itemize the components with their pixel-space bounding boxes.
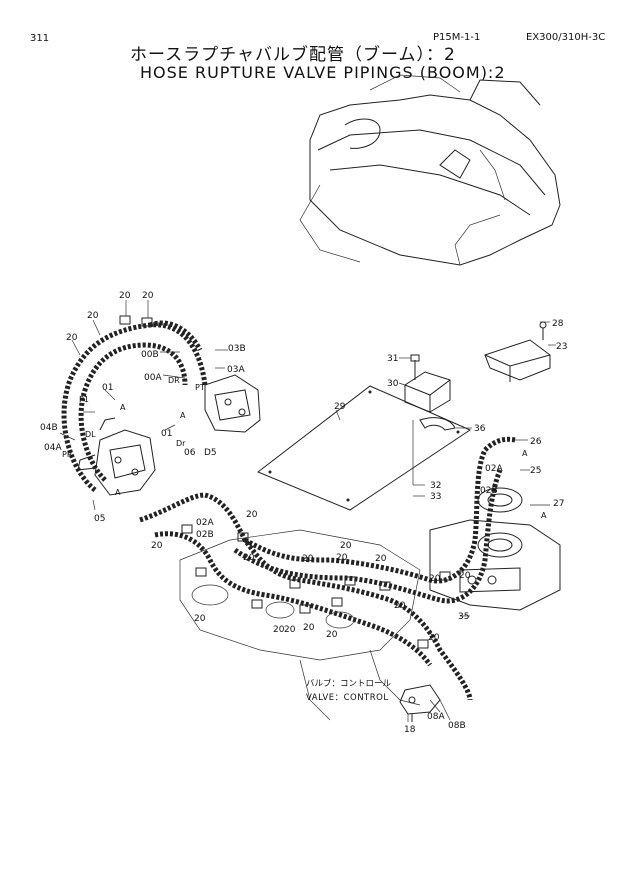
callout-20: 20 bbox=[194, 614, 206, 624]
callout-23: 23 bbox=[556, 342, 567, 352]
port-label-dl: DL bbox=[85, 430, 96, 439]
callout-20: 20 bbox=[459, 571, 471, 581]
callout-08A: 08A bbox=[427, 712, 445, 722]
callout-02B: 02B bbox=[480, 486, 498, 496]
callout-03B: 03B bbox=[228, 344, 246, 354]
callout-28: 28 bbox=[552, 319, 564, 329]
view-marker-a: A bbox=[120, 403, 126, 412]
hose-rupture-valve-left bbox=[77, 417, 156, 496]
title-japanese: ホースラプチャバルブ配管（ブーム）：2 bbox=[130, 45, 456, 65]
page-number: 311 bbox=[30, 33, 50, 44]
callout-35: 35 bbox=[458, 612, 469, 622]
callout-05: 05 bbox=[94, 514, 105, 524]
hose-rupture-valve-right bbox=[204, 374, 261, 433]
port-labels: A A A A A P1 PT DL DR PR Dr bbox=[62, 376, 547, 520]
callout-20: 20 bbox=[340, 541, 352, 551]
callout-20: 20 bbox=[243, 553, 255, 563]
callout-20: 20 bbox=[429, 574, 441, 584]
callout-04A: 04A bbox=[44, 443, 62, 453]
callout-20: 20 bbox=[326, 630, 338, 640]
callout-D5: D5 bbox=[204, 448, 217, 458]
callout-20: 20 bbox=[246, 510, 258, 520]
valve-note-english: VALVE：CONTROL bbox=[306, 693, 389, 703]
callout-02A: 02A bbox=[196, 518, 214, 528]
excavator-body-outline bbox=[299, 74, 561, 266]
callout-numbers: 20 20 20 20 00B 03B 00A 03A 01 01 04B 04… bbox=[40, 291, 567, 735]
view-marker-a: A bbox=[522, 449, 528, 458]
callout-18: 18 bbox=[404, 725, 416, 735]
callout-20: 20 bbox=[119, 291, 131, 301]
callout-03A: 03A bbox=[227, 365, 245, 375]
callout-20: 20 bbox=[428, 633, 440, 643]
port-label-pt: PT bbox=[195, 383, 205, 392]
callout-08B: 08B bbox=[448, 721, 466, 731]
callout-20: 20 bbox=[66, 333, 78, 343]
control-valve bbox=[399, 684, 441, 722]
bracket bbox=[484, 321, 551, 382]
callout-30: 30 bbox=[387, 379, 399, 389]
callout-04B: 04B bbox=[40, 423, 58, 433]
callout-20: 20 bbox=[273, 625, 285, 635]
callout-01: 01 bbox=[102, 383, 113, 393]
callout-20: 20 bbox=[336, 553, 348, 563]
port-label-pr: PR bbox=[62, 450, 73, 459]
callout-20: 20 bbox=[87, 311, 99, 321]
hose-clamps bbox=[119, 315, 451, 649]
title-english: HOSE RUPTURE VALVE PIPINGS (BOOM):2 bbox=[140, 63, 506, 82]
pedal-cover bbox=[404, 354, 456, 431]
callout-02B: 02B bbox=[196, 530, 214, 540]
callout-27: 27 bbox=[553, 499, 564, 509]
view-marker-a: A bbox=[541, 511, 547, 520]
callout-20: 20 bbox=[394, 601, 406, 611]
callout-32: 32 bbox=[430, 481, 441, 491]
view-marker-a: A bbox=[115, 488, 121, 497]
port-label-p1: P1 bbox=[79, 395, 89, 404]
callout-36: 36 bbox=[474, 424, 486, 434]
callout-20: 20 bbox=[303, 623, 315, 633]
hose-loop-left bbox=[61, 320, 208, 492]
callout-20: 20 bbox=[284, 625, 296, 635]
callout-29: 29 bbox=[334, 402, 346, 412]
callout-20: 20 bbox=[142, 291, 154, 301]
callout-33: 33 bbox=[430, 492, 441, 502]
callout-02A: 02A bbox=[485, 464, 503, 474]
sheet-code: P15M-1-1 bbox=[433, 32, 481, 43]
model-code: EX300/310H-3C bbox=[526, 32, 606, 43]
callout-00A: 00A bbox=[144, 373, 162, 383]
callout-26: 26 bbox=[530, 437, 542, 447]
callout-20: 20 bbox=[375, 554, 387, 564]
callout-20: 20 bbox=[151, 541, 163, 551]
control-valve-housing bbox=[429, 487, 561, 611]
port-label-dr: DR bbox=[168, 376, 180, 385]
leader-lines bbox=[59, 300, 556, 722]
callout-25: 25 bbox=[530, 466, 541, 476]
callout-01: 01 bbox=[161, 429, 172, 439]
callout-06: 06 bbox=[184, 448, 196, 458]
floor-plate bbox=[257, 385, 472, 511]
view-marker-a: A bbox=[180, 411, 186, 420]
valve-note-japanese: バルブ：コントロール bbox=[306, 678, 392, 689]
port-label-dr-lower: Dr bbox=[176, 439, 186, 448]
callout-20: 20 bbox=[302, 554, 314, 564]
callout-00B: 00B bbox=[141, 350, 159, 360]
callout-31: 31 bbox=[387, 354, 398, 364]
